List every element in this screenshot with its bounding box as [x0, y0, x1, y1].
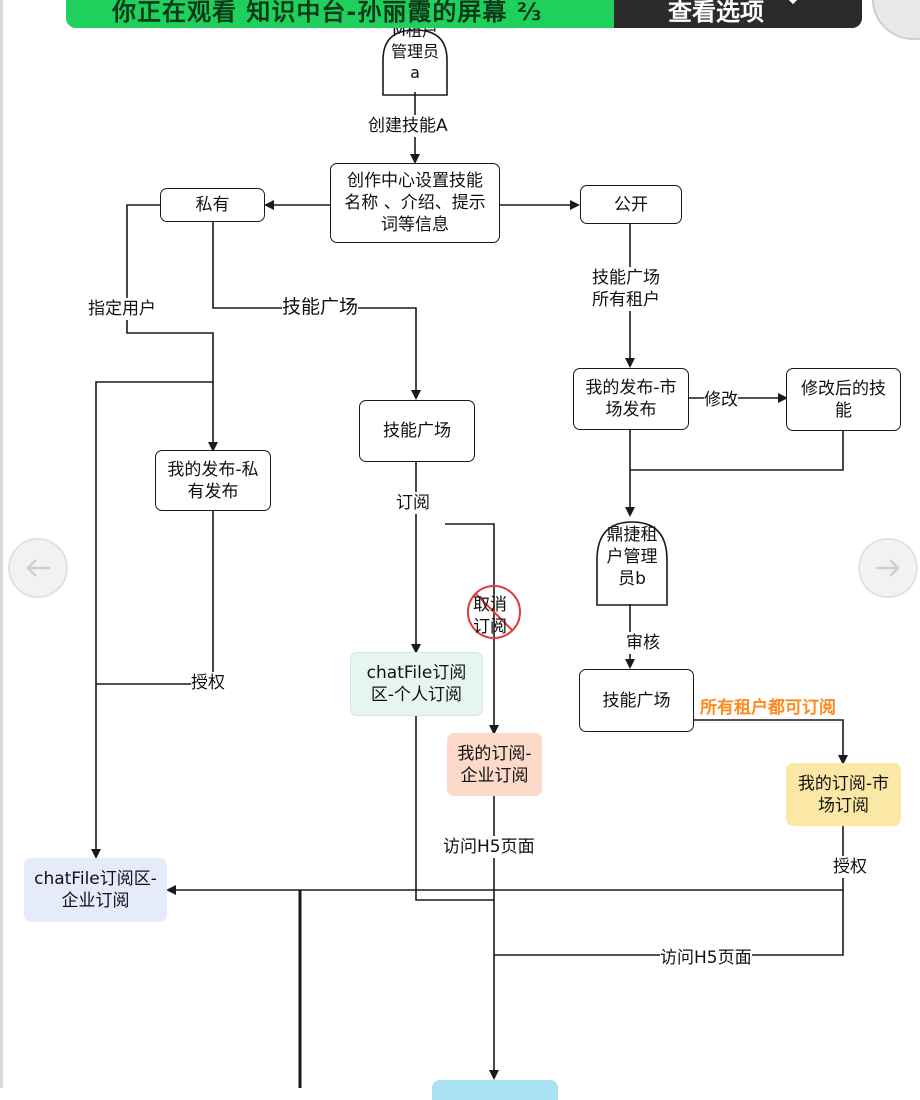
label-plaza-all-tenants: 技能广场 所有租户 — [592, 267, 660, 311]
label-create-skill: 创建技能A — [368, 115, 448, 137]
label-cancel-subscription: 取消 订阅 — [473, 595, 507, 637]
node-skill-plaza-middle: 技能广场 — [359, 400, 475, 462]
label-visit-h5-middle: 访问H5页面 — [443, 836, 535, 858]
actor-dingjie-admin-b: 鼎捷租 户管理 员b — [606, 525, 658, 589]
screen-share-banner — [66, 0, 614, 28]
node-bottom-partial — [432, 1080, 558, 1100]
actor-a-shape — [382, 29, 448, 96]
edge-assign-user — [126, 204, 218, 452]
node-enterprise-subscription: chatFile订阅区- 企业订阅 — [24, 858, 167, 922]
view-options-button[interactable] — [614, 0, 862, 28]
node-modified-skill: 修改后的技 能 — [786, 368, 901, 431]
arrow-left-icon — [26, 559, 50, 577]
label-authorize-left: 授权 — [191, 672, 225, 694]
edge-personal-down — [415, 716, 494, 901]
label-review: 审核 — [626, 632, 660, 654]
actor-tenant-admin-a: M租户 管理员 a — [390, 21, 439, 82]
cancel-mark — [467, 585, 521, 639]
node-public: 公开 — [580, 185, 682, 224]
next-page-button[interactable] — [858, 538, 918, 598]
node-my-publish-market: 我的发布-市 场发布 — [573, 368, 689, 430]
node-create-center: 创作中心设置技能 名称 、介绍、提示 词等信息 — [330, 163, 500, 243]
label-all-tenants-can-subscribe: 所有租户都可订阅 — [700, 698, 836, 718]
node-my-publish-private: 我的发布-私 有发布 — [155, 450, 271, 511]
prev-page-button[interactable] — [8, 538, 68, 598]
edge-cancel-sub — [445, 523, 499, 735]
edge-modified-to-b — [630, 431, 844, 471]
node-my-subscription-market: 我的订阅-市 场订阅 — [786, 763, 901, 826]
node-personal-subscription: chatFile订阅 区-个人订阅 — [350, 652, 483, 716]
arrow-right-icon — [876, 559, 900, 577]
node-skill-plaza-right: 技能广场 — [579, 669, 694, 732]
node-private: 私有 — [160, 188, 265, 222]
actor-b-shape — [596, 521, 668, 606]
left-edge-divider — [0, 0, 3, 1088]
edge-left-to-enterprise — [91, 381, 213, 859]
edge-authorize-left — [96, 511, 214, 685]
label-visit-h5-right: 访问H5页面 — [660, 947, 752, 969]
label-modify: 修改 — [704, 389, 738, 411]
edge-visit-h5-right — [494, 890, 844, 956]
label-skill-plaza: 技能广场 — [282, 296, 359, 318]
view-options-label[interactable]: 查看选项 — [668, 0, 764, 26]
label-subscribe: 订阅 — [396, 492, 430, 514]
label-assign-user: 指定用户 — [88, 298, 156, 320]
screen-share-text: 你正在观看 知识中台-孙丽霞的屏幕 ⅔ — [112, 0, 543, 26]
node-my-subscription-enterprise: 我的订阅- 企业订阅 — [447, 733, 542, 796]
edge-all-can-sub — [694, 719, 848, 765]
label-authorize-right: 授权 — [833, 856, 867, 878]
chevron-down-icon[interactable] — [782, 0, 804, 10]
